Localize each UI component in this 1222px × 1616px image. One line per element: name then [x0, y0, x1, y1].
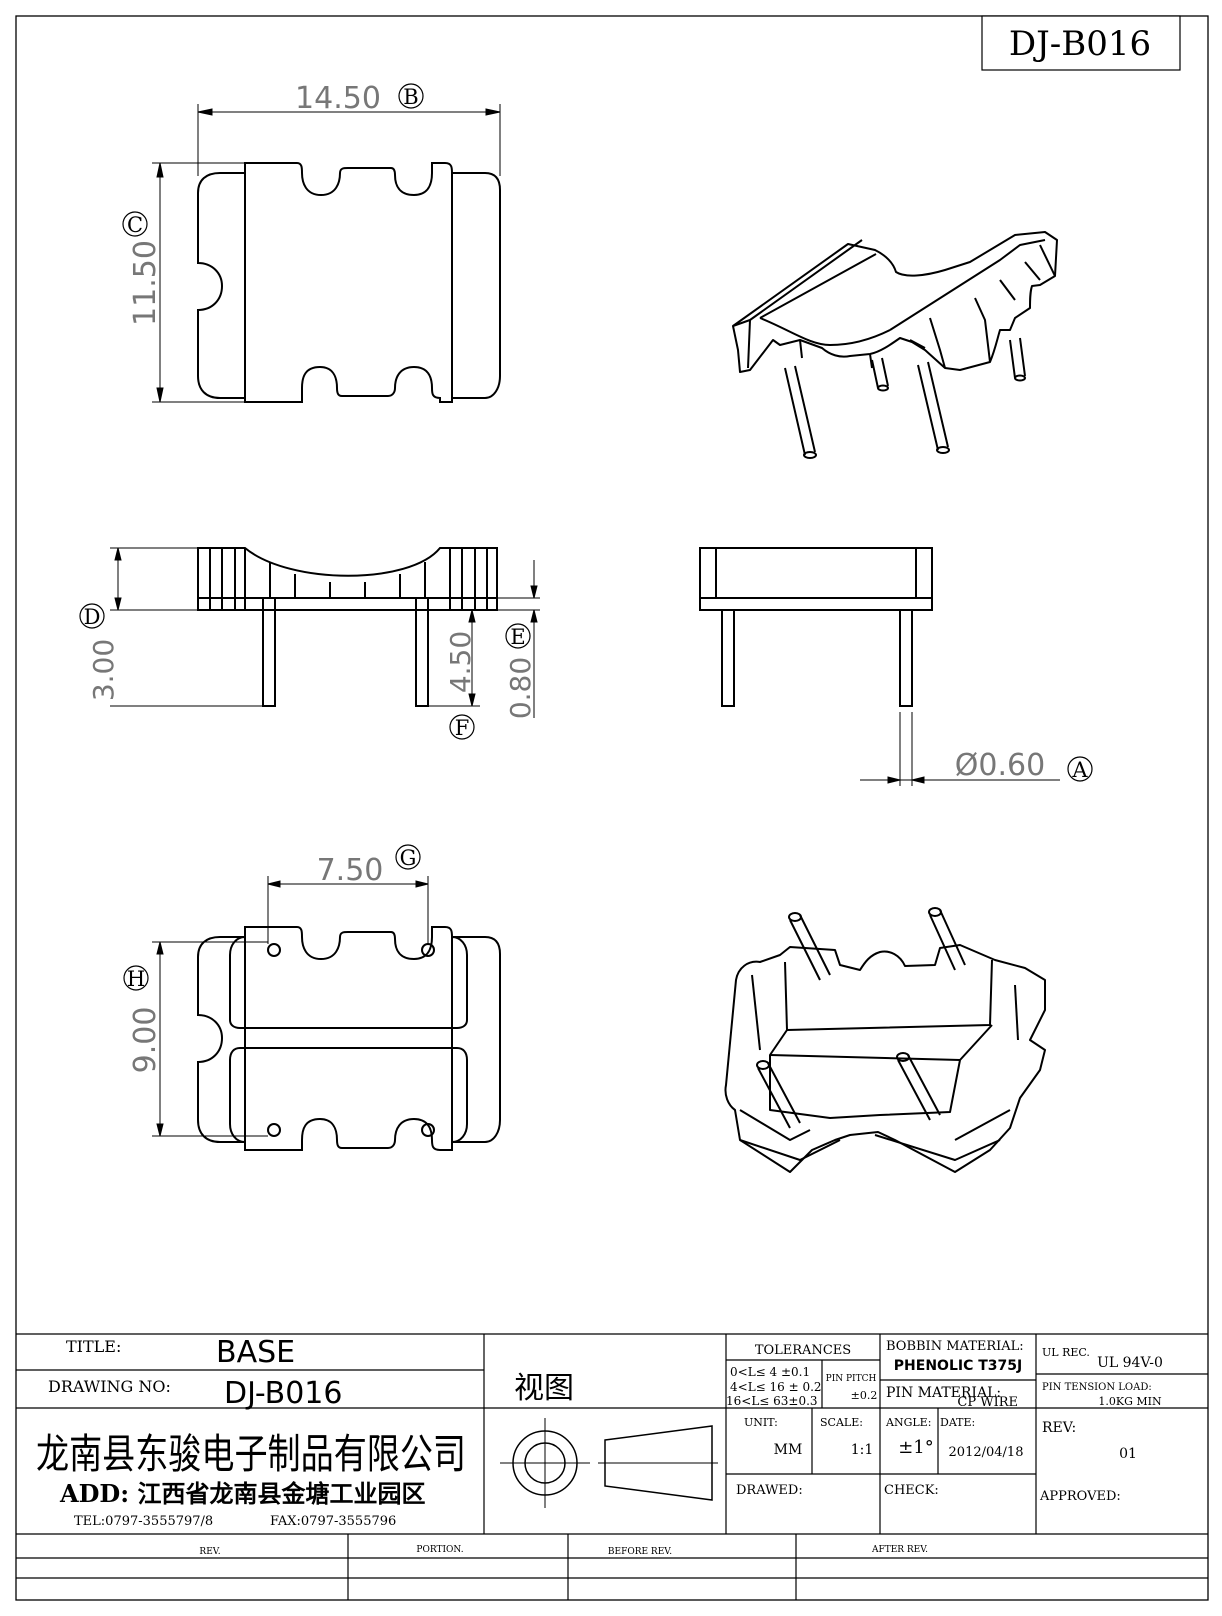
scale-label: SCALE:	[820, 1416, 863, 1429]
dimension-f-callout: F	[449, 714, 475, 740]
rev-label: REV:	[1042, 1420, 1076, 1436]
svg-text:E: E	[510, 625, 525, 649]
rev-column-header: REV.	[199, 1547, 220, 1557]
dimension-b-value: 14.50	[295, 81, 381, 116]
dimension-a-value: Ø0.60	[955, 748, 1045, 783]
dimension-d	[110, 547, 263, 707]
drawing-code: DJ-B016	[1009, 24, 1151, 64]
unit-value: MM	[774, 1442, 803, 1458]
dimension-b	[197, 104, 501, 176]
svg-text:B: B	[403, 85, 418, 109]
dimension-a	[860, 712, 1060, 786]
drawing-no-value: DJ-B016	[224, 1376, 342, 1411]
pin-tension-value: 1.0KG MIN	[1098, 1395, 1162, 1408]
dimension-e-value: 4.50	[444, 631, 477, 693]
title-value: BASE	[216, 1335, 295, 1370]
dimension-b-callout: B	[398, 83, 424, 109]
dimension-c	[152, 162, 245, 403]
pin-tension-label: PIN TENSION LOAD:	[1042, 1382, 1152, 1393]
unit-label: UNIT:	[744, 1416, 778, 1429]
company-tel: TEL:0797-3555797/8	[74, 1514, 213, 1529]
dimension-d-callout: D	[79, 603, 105, 629]
tolerance-row-1: 0<L≤ 4 ±0.1	[730, 1365, 810, 1379]
svg-text:G: G	[400, 846, 417, 870]
date-label: DATE:	[940, 1416, 975, 1429]
svg-text:D: D	[84, 605, 101, 629]
dimension-d-value: 3.00	[87, 639, 120, 701]
bottom-view	[197, 926, 501, 1151]
svg-text:F: F	[455, 716, 470, 740]
dimension-g-callout: G	[395, 844, 421, 870]
pin-pitch-value: ±0.2	[851, 1389, 878, 1402]
company-fax: FAX:0797-3555796	[270, 1514, 396, 1529]
side-view	[699, 547, 933, 707]
angle-value: ±1°	[898, 1437, 934, 1458]
tolerance-row-3: 16<L≤ 63±0.3	[726, 1394, 818, 1408]
drawing-no-label: DRAWING NO:	[48, 1377, 171, 1396]
svg-text:H: H	[127, 967, 145, 991]
bobbin-material-label: BOBBIN MATERIAL:	[886, 1339, 1024, 1354]
dimension-h-callout: H	[123, 965, 149, 991]
dimension-c-callout: C	[122, 211, 148, 237]
company-address: ADD: 江西省龙南县金塘工业园区	[59, 1479, 425, 1508]
scale-value: 1:1	[851, 1442, 874, 1458]
isometric-view-bottom	[724, 907, 1046, 1173]
bobbin-material-value: PHENOLIC T375J	[894, 1358, 1022, 1374]
dimension-f-value: 0.80	[504, 657, 537, 719]
top-view	[197, 162, 501, 403]
view-label: 视图	[514, 1371, 574, 1406]
tolerances-label: TOLERANCES	[755, 1343, 851, 1358]
pin-material-label: PIN MATERIAL:	[886, 1385, 1001, 1401]
date-value: 2012/04/18	[949, 1445, 1024, 1460]
isometric-view-top	[732, 231, 1058, 459]
ul-rec-label: UL REC.	[1042, 1346, 1090, 1359]
svg-text:A: A	[1071, 758, 1088, 782]
svg-text:C: C	[127, 213, 143, 237]
title-block-lines	[16, 1333, 1208, 1600]
after-rev-column-header: AFTER REV.	[871, 1545, 928, 1555]
pin-pitch-label: PIN PITCH	[826, 1374, 877, 1384]
dimension-h-value: 9.00	[128, 1007, 163, 1074]
drawed-label: DRAWED:	[736, 1483, 803, 1498]
sheet-border	[15, 15, 1209, 1601]
company-name: 龙南县东骏电子制品有限公司	[36, 1430, 466, 1478]
rev-value: 01	[1119, 1446, 1137, 1462]
check-label: CHECK:	[884, 1483, 939, 1498]
dimension-g-value: 7.50	[317, 853, 384, 888]
dimension-a-callout: A	[1067, 756, 1093, 782]
projection-symbol	[500, 1418, 718, 1508]
dimension-h	[152, 941, 268, 1137]
dimension-g	[267, 876, 429, 944]
dimension-e	[428, 560, 540, 718]
portion-column-header: PORTION.	[416, 1545, 463, 1555]
title-label: TITLE:	[66, 1337, 121, 1356]
dimension-c-value: 11.50	[128, 240, 163, 326]
dimension-e-callout: E	[505, 623, 531, 649]
approved-label: APPROVED:	[1039, 1489, 1121, 1504]
tolerance-row-2: 4<L≤ 16 ± 0.2	[730, 1380, 822, 1394]
ul-rec-value: UL 94V-0	[1097, 1355, 1163, 1371]
drawing-code-box: DJ-B016	[981, 15, 1181, 71]
angle-label: ANGLE:	[885, 1416, 931, 1429]
front-view	[197, 547, 498, 707]
before-rev-column-header: BEFORE REV.	[608, 1547, 672, 1557]
pin-material-value: CP WIRE	[957, 1395, 1018, 1410]
